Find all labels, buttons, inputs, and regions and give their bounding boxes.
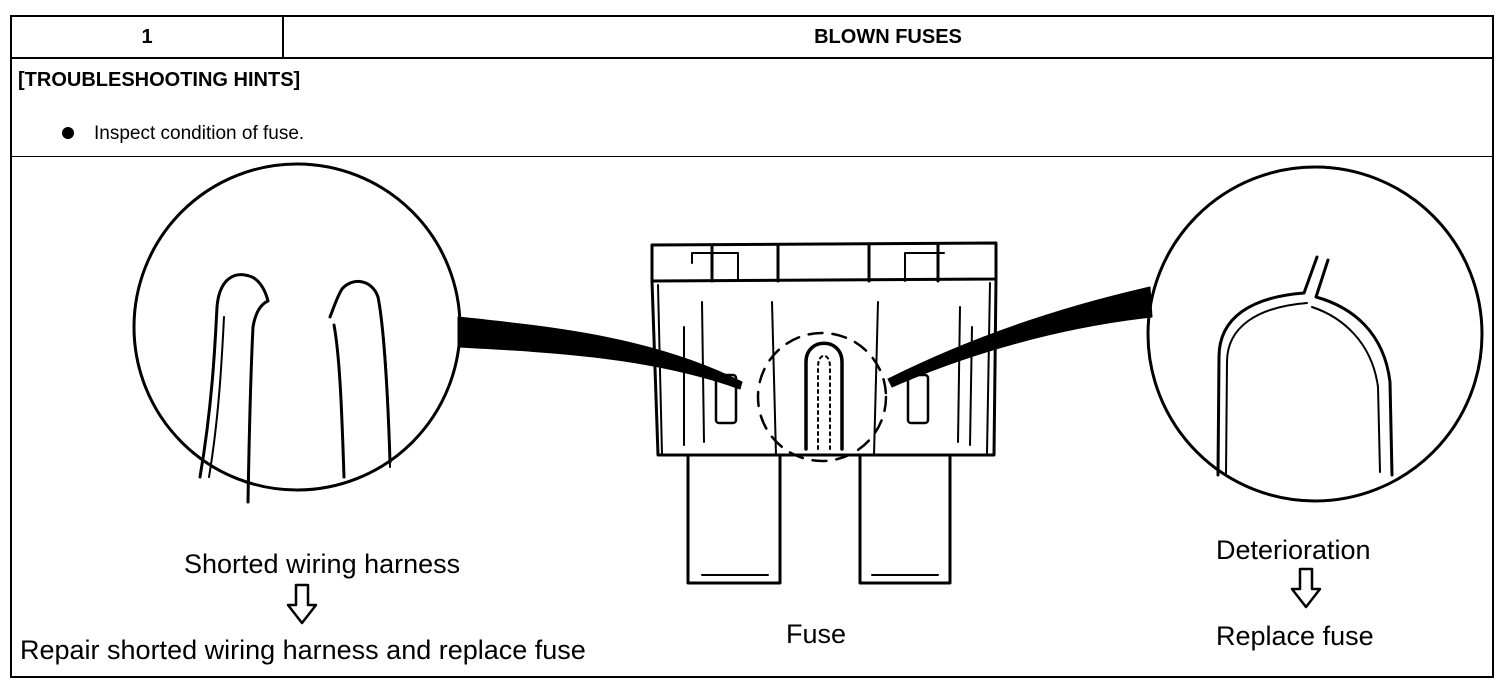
hints-heading: [TROUBLESHOOTING HINTS]: [18, 69, 301, 91]
blown-fuses-sheet: 1 BLOWN FUSES [TROUBLESHOOTING HINTS] In…: [10, 15, 1494, 678]
right-label: Deterioration: [1216, 535, 1371, 565]
troubleshooting-hints: [TROUBLESHOOTING HINTS] Inspect conditio…: [12, 59, 1492, 157]
left-action: Repair shorted wiring harness and replac…: [20, 635, 586, 665]
header-row: 1 BLOWN FUSES: [12, 17, 1492, 59]
page-title: BLOWN FUSES: [814, 26, 962, 48]
left-label: Shorted wiring harness: [184, 549, 461, 579]
fuse-diagram: [132, 162, 1484, 625]
hint-item: Inspect condition of fuse.: [94, 123, 305, 144]
item-number: 1: [12, 17, 284, 57]
right-pointer: [887, 286, 1153, 388]
down-arrow-icon: [1290, 567, 1322, 609]
fuse-label: Fuse: [786, 619, 847, 649]
fuse-body: [650, 241, 998, 585]
fuse-illustration: Shorted wiring harness Repair shorted wi…: [12, 157, 1492, 676]
down-arrow-icon: [286, 583, 318, 625]
bullet-icon: [62, 127, 74, 139]
right-action: Replace fuse: [1216, 621, 1374, 651]
left-pointer: [457, 316, 743, 390]
shorted-harness-circle: [132, 162, 462, 504]
deterioration-circle: [1146, 165, 1484, 503]
